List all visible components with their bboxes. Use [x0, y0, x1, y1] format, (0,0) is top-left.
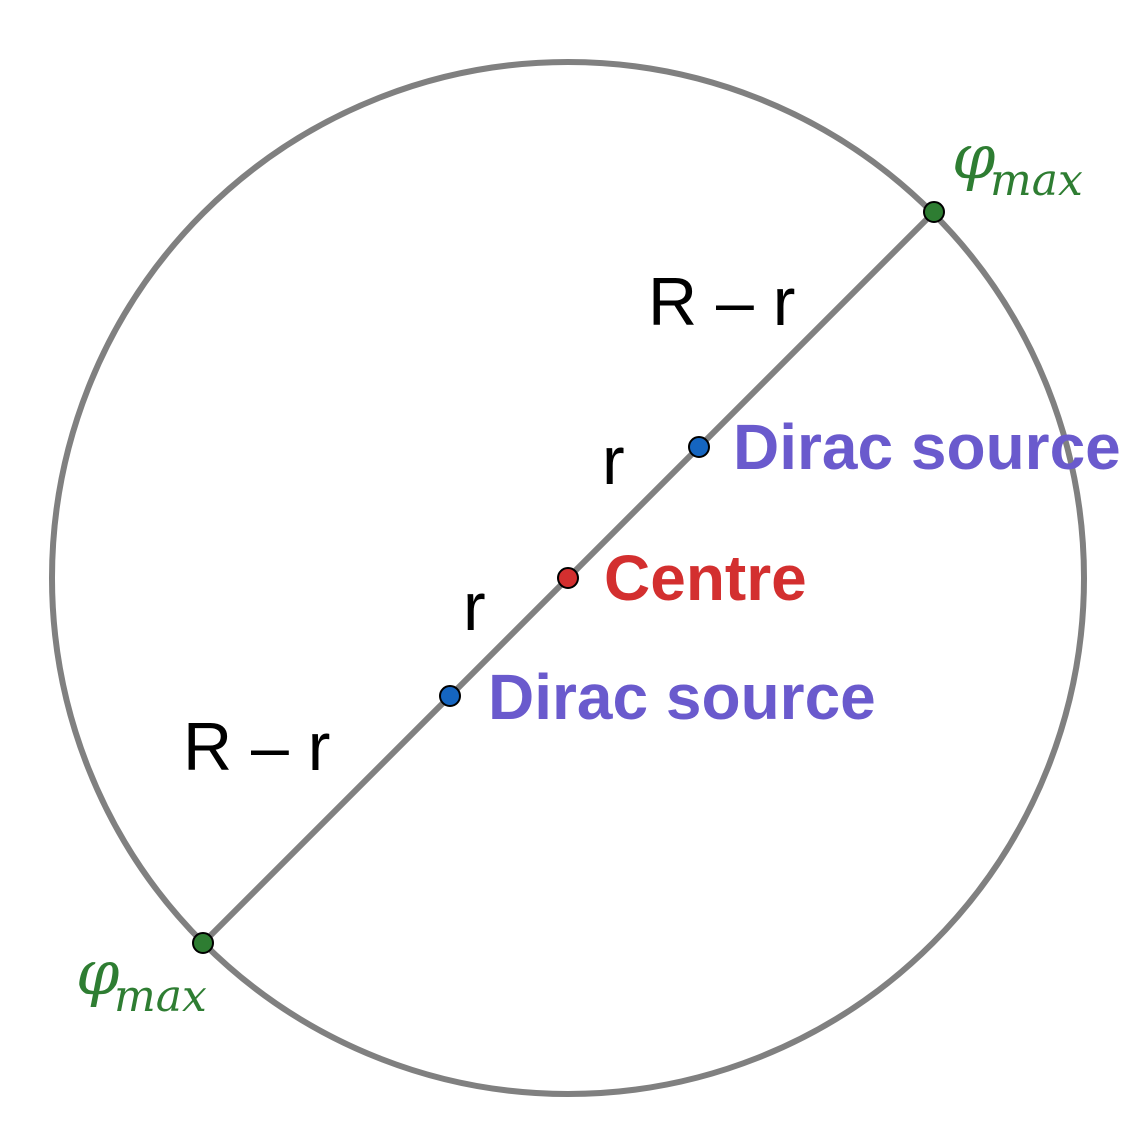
phi-bottom-symbol: φ: [76, 936, 120, 1009]
segment-label-inner-top: r: [602, 423, 625, 499]
dirac-source-top-label: Dirac source: [733, 411, 1121, 483]
endpoint-top-point: [923, 201, 945, 223]
phi-max-bottom-label: φ max: [76, 936, 207, 1022]
segment-label-outer-top: R – r: [648, 264, 795, 340]
domain-circle: [49, 59, 1087, 1097]
phi-top-subscript: max: [990, 155, 1083, 206]
endpoint-bottom-point: [192, 932, 214, 954]
phi-top-symbol: φ: [952, 120, 996, 193]
dirac-source-bottom-label: Dirac source: [488, 661, 876, 733]
phi-max-top-label: φ max: [952, 120, 1083, 206]
segment-label-inner-bottom: r: [463, 569, 486, 645]
centre-label: Centre: [604, 542, 807, 614]
dirac-source-bottom-point: [439, 685, 461, 707]
dirac-source-top-point: [688, 436, 710, 458]
phi-bottom-subscript: max: [114, 971, 207, 1022]
segment-label-outer-bottom: R – r: [183, 709, 330, 785]
centre-point: [557, 567, 579, 589]
